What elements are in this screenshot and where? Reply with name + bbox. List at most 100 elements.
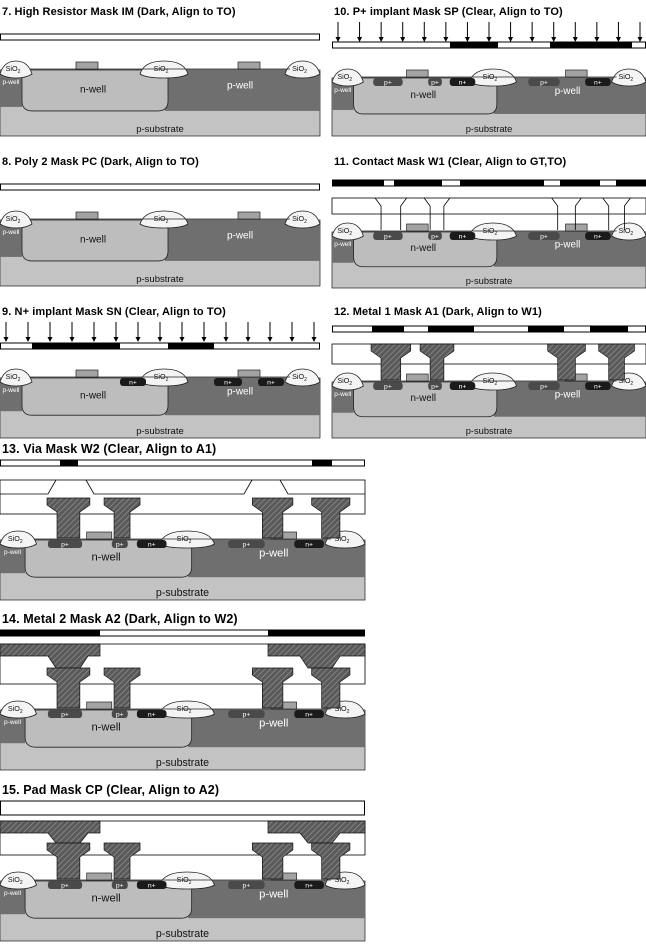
n-plus-region — [136, 881, 167, 889]
poly-gate — [75, 211, 99, 220]
implant-arrow-head — [378, 37, 384, 42]
p-plus-label: p+ — [116, 542, 124, 549]
n-plus-region — [585, 78, 611, 86]
p-well-left-label: p-well — [3, 79, 21, 86]
implant-arrow-head — [47, 337, 53, 342]
field-oxide — [159, 530, 215, 549]
p-plus-region — [528, 232, 560, 240]
p-plus-region — [47, 881, 83, 889]
field-oxide — [0, 60, 33, 79]
mask-opaque-region — [560, 180, 600, 186]
metal1-contact — [103, 497, 141, 539]
poly-gate — [565, 223, 588, 232]
n-plus-label: n+ — [594, 80, 602, 87]
field-oxide — [159, 871, 215, 890]
field-oxide — [0, 210, 33, 229]
p-substrate-label: p-substrate — [156, 587, 209, 599]
n-well-label: n-well — [80, 85, 106, 96]
p-plus-region — [111, 710, 128, 718]
n-well — [21, 219, 169, 262]
sio2-label: SiO2 — [154, 214, 169, 225]
metal1-contact — [46, 667, 91, 709]
panel-title: 14. Metal 2 Mask A2 (Dark, Align to W2) — [2, 612, 238, 626]
metal1-contact — [103, 667, 141, 709]
p-plus-region — [228, 881, 265, 889]
implant-arrow-head — [245, 337, 251, 342]
sio2-label: SiO2 — [337, 226, 352, 237]
p-plus-label: p+ — [384, 234, 392, 241]
p-substrate-label: p-substrate — [466, 426, 513, 436]
contact-opening — [423, 197, 451, 230]
implant-arrow-head — [223, 337, 229, 342]
metal1-contact — [251, 497, 294, 539]
metal1-contact — [419, 343, 455, 381]
n-well-label: n-well — [91, 721, 120, 733]
sio2-label: SiO2 — [8, 534, 23, 545]
metal1-contact — [311, 667, 351, 709]
implant-arrow-head — [267, 337, 273, 342]
sio2-label: SiO2 — [154, 64, 169, 75]
implant-arrow-head — [201, 337, 207, 342]
p-well-label: p-well — [555, 390, 581, 401]
p-substrate-label: p-substrate — [136, 274, 184, 285]
n-well — [353, 381, 498, 418]
n-well-label: n-well — [410, 90, 436, 101]
sio2-label: SiO2 — [177, 704, 192, 715]
n-well — [24, 880, 193, 919]
p-well-label: p-well — [555, 86, 581, 97]
mask-opaque-region — [590, 326, 628, 332]
implant-arrow-head — [443, 37, 449, 42]
mask-plate — [0, 459, 365, 467]
mask-opaque-region — [550, 42, 632, 48]
p-substrate-label: p-substrate — [136, 426, 184, 437]
mask-opaque-region — [394, 180, 442, 186]
mask-opaque-region — [428, 326, 474, 332]
metal1-contact — [46, 497, 91, 539]
n-plus-label: n+ — [305, 712, 313, 719]
mask-plate — [0, 183, 320, 191]
panel-title: 8. Poly 2 Mask PC (Dark, Align to TO) — [2, 156, 199, 168]
n-plus-label: n+ — [148, 883, 156, 890]
poly-gate — [237, 211, 261, 220]
mask-opaque-region — [312, 460, 332, 466]
n-plus-label: n+ — [305, 542, 313, 549]
metal1-contact — [598, 343, 635, 381]
implant-arrow-head — [551, 37, 557, 42]
poly-gate — [86, 701, 113, 710]
panel-7: 7. High Resistor Mask IM (Dark, Align to… — [0, 0, 321, 140]
sio2-label: SiO2 — [6, 64, 21, 75]
panel-title: 15. Pad Mask CP (Clear, Align to A2) — [2, 783, 220, 797]
field-oxide — [139, 60, 189, 79]
n-plus-label: n+ — [594, 384, 602, 391]
p-plus-label: p+ — [384, 384, 392, 391]
n-plus-label: n+ — [267, 380, 275, 387]
n-well — [353, 77, 498, 115]
mask-opaque-region — [616, 180, 646, 186]
field-oxide — [468, 68, 517, 87]
p-plus-region — [373, 232, 403, 240]
panel-8: 8. Poly 2 Mask PC (Dark, Align to TO) n-… — [0, 150, 321, 290]
panel-9: 9. N+ implant Mask SN (Clear, Align to T… — [0, 300, 321, 440]
field-oxide — [468, 222, 517, 241]
implant-arrow-head — [91, 337, 97, 342]
p-plus-region — [228, 540, 265, 548]
n-plus-label: n+ — [459, 80, 467, 87]
mask-opaque-region — [32, 343, 120, 349]
n-plus-region — [585, 382, 611, 390]
n-well-label: n-well — [410, 243, 436, 254]
n-plus-label: n+ — [594, 234, 602, 241]
n-plus-region — [214, 378, 242, 386]
sio2-label: SiO2 — [6, 214, 21, 225]
implant-arrow-head — [157, 337, 163, 342]
n-plus-label: n+ — [459, 384, 467, 391]
sio2-label: SiO2 — [8, 875, 23, 886]
n-plus-region — [294, 881, 324, 889]
implant-arrow-head — [529, 37, 535, 42]
sio2-label: SiO2 — [335, 534, 350, 545]
sio2-label: SiO2 — [483, 376, 498, 387]
poly-gate — [86, 872, 113, 881]
field-oxide — [331, 68, 364, 87]
